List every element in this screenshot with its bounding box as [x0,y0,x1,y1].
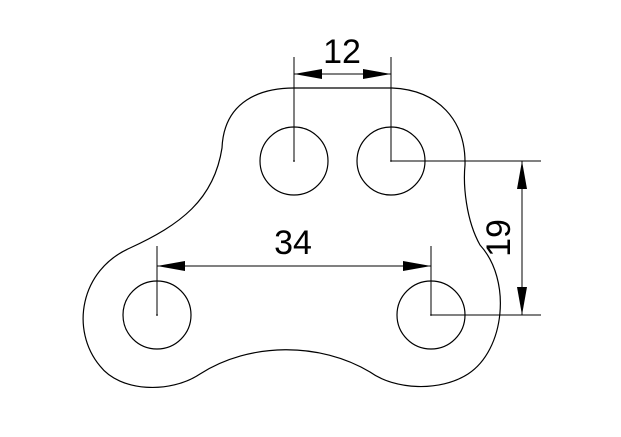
arrowhead-right-bottom [517,287,527,315]
dimension-label-bottom: 34 [274,224,312,262]
arrowhead-top-left [294,69,322,79]
dimension-top: 12 [293,33,392,161]
dimension-label-top: 12 [323,33,361,71]
dimension-bottom: 34 [156,224,432,315]
arrowhead-top-right [363,69,391,79]
dimension-right: 19 [391,160,541,316]
arrowhead-bottom-left [157,261,185,271]
dimension-label-right: 19 [480,219,518,257]
part-outline [82,87,501,389]
arrowhead-right-top [517,161,527,189]
arrowhead-bottom-right [403,261,431,271]
